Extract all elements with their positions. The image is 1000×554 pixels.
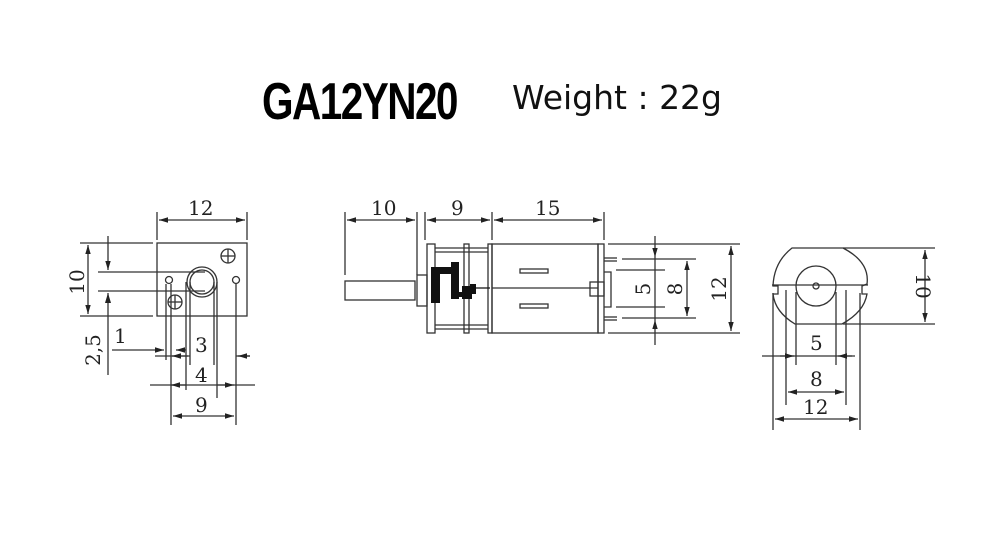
dim-label: 10	[911, 273, 935, 298]
side-view-labels: 10 9 15 5 8 12	[371, 196, 731, 302]
dim-label: 8	[810, 367, 823, 391]
dim-label: 9	[195, 393, 208, 417]
dim-label: 3	[195, 333, 208, 357]
dim-label: 8	[663, 283, 687, 296]
end-view-output-labels: 12 10 2,5 1 3 4 9	[65, 196, 213, 417]
motor-end-outline	[772, 247, 868, 325]
dim-label: 12	[188, 196, 213, 220]
end-view-motor-labels: 10 5 8 12	[803, 273, 935, 419]
model-title: GA12YN20	[262, 73, 458, 131]
dim-label: 10	[371, 196, 396, 220]
dim-label: 9	[451, 196, 464, 220]
dim-label: 10	[65, 269, 89, 294]
weight-label: Weight : 22g	[512, 78, 723, 117]
dim-label: 15	[535, 196, 560, 220]
side-view	[344, 212, 740, 345]
motor-bearing-circle	[795, 265, 837, 307]
dim-label: 5	[631, 283, 655, 296]
dim-label: 5	[810, 331, 823, 355]
motor-slot	[519, 268, 549, 274]
dim-label: 1	[114, 324, 127, 348]
dim-label: 4	[195, 363, 208, 387]
gear-train	[431, 262, 490, 303]
motor-slot	[519, 303, 549, 309]
output-shaft	[344, 280, 416, 301]
dim-label: 12	[707, 276, 731, 301]
dim-label: 12	[803, 395, 828, 419]
end-view-motor	[762, 247, 935, 430]
title-row: GA12YN20 Weight : 22g	[0, 66, 1000, 136]
gearbox-face-outline	[156, 242, 248, 317]
dim-label: 2,5	[81, 334, 105, 366]
end-view-output	[80, 212, 255, 425]
